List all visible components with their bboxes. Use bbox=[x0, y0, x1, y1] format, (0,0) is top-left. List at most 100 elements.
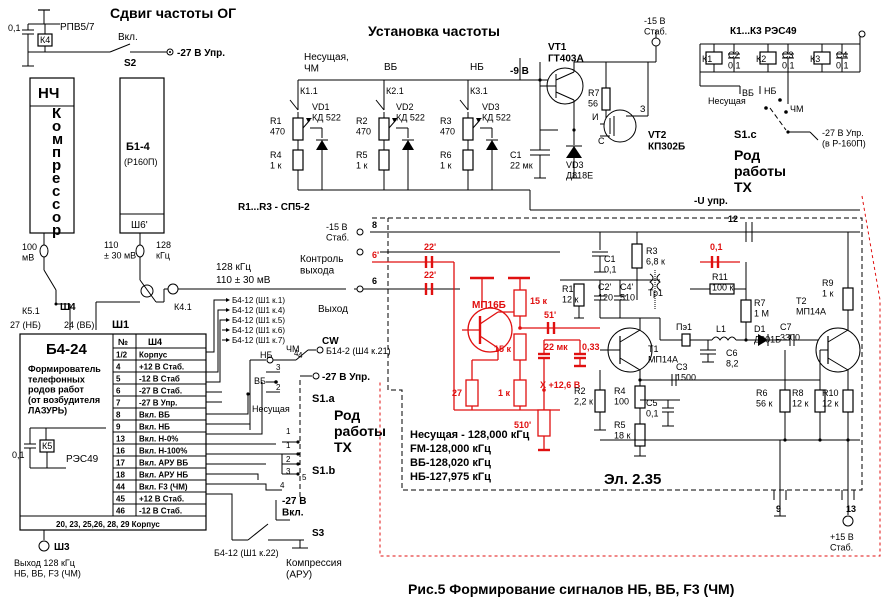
oscillator-circuit bbox=[560, 232, 861, 527]
table-cell-no: 4 bbox=[116, 363, 121, 372]
osc-note-1: FM-128,000 кГц bbox=[410, 443, 491, 455]
fs-k2: К2.1 bbox=[386, 86, 404, 96]
fs-k1: К1.1 bbox=[300, 86, 318, 96]
osc-note-2: ВБ-128,020 кГц bbox=[410, 457, 491, 469]
osc-pin-13: 13 bbox=[846, 504, 856, 514]
table-cell-no: 7 bbox=[116, 399, 121, 408]
b4-12-item: Б4-12 (Ш1 к.4) bbox=[232, 306, 285, 315]
table-cell-no: 13 bbox=[116, 435, 125, 444]
switch-minus27: -27 В Упр. bbox=[322, 372, 370, 383]
rg-title: К1...К3 РЭС49 bbox=[730, 26, 797, 37]
osc-c4: C4'510 bbox=[620, 282, 635, 302]
fs-nb: НБ bbox=[470, 62, 484, 73]
table-head-sh4: Ш4 bbox=[148, 337, 162, 347]
osc-c033: 0,33 bbox=[582, 342, 600, 352]
switch-pos-number: 3 bbox=[276, 363, 281, 372]
osc-pin-12: 12 bbox=[728, 214, 738, 224]
switch-chm: ЧМ bbox=[286, 344, 300, 354]
figure-caption: Рис.5 Формирование сигналов НБ, ВБ, F3 (… bbox=[408, 581, 734, 597]
table-cell-signal: Вкл. ВБ bbox=[139, 411, 170, 420]
fs-trim-note: R1...R3 - СП5-2 bbox=[238, 202, 310, 213]
fs-pin-i: И bbox=[592, 112, 598, 122]
shift-heading: Сдвиг частоты ОГ bbox=[110, 5, 236, 21]
switch-pos-number: 3 bbox=[286, 467, 291, 476]
table-cell-no: 6 bbox=[116, 387, 121, 396]
osc-r15a: 15 к bbox=[530, 296, 548, 306]
osc-pin-6p: 6' bbox=[372, 250, 379, 260]
b4-12-list: Б4-12 (Ш1 к.1)Б4-12 (Ш1 к.4)Б4-12 (Ш1 к.… bbox=[222, 296, 285, 345]
osc-c22a: 22' bbox=[424, 242, 436, 252]
osc-tr1: Тр1 bbox=[648, 288, 663, 298]
switch-pos-number: 4 bbox=[298, 351, 303, 360]
fs-pin-s: С bbox=[598, 136, 605, 146]
block-b1-4 bbox=[119, 77, 165, 234]
table-cell-no: 45 bbox=[116, 495, 125, 504]
block-b1-4-conn: Ш6' bbox=[131, 220, 148, 231]
table-cell-signal: +12 В Стаб. bbox=[139, 363, 184, 372]
switch-b4-12-22: Б4-12 (Ш1 к.22) bbox=[214, 548, 279, 558]
rg-nb: НБ bbox=[764, 86, 776, 96]
k4-1-label: К4.1 bbox=[174, 302, 192, 312]
rg-supply: -27 В Упр.(в Р-160П) bbox=[822, 128, 866, 148]
table-cell-no: 8 bbox=[116, 411, 121, 420]
switch-carrier: Несущая bbox=[252, 404, 290, 414]
table-cell-signal: Вкл. Н-0% bbox=[139, 435, 178, 444]
b4-24-title: Б4-24 bbox=[46, 341, 87, 358]
table-cell-no: 46 bbox=[116, 507, 125, 516]
osc-pin-9: 9 bbox=[776, 504, 781, 514]
switch-s3: S3 bbox=[312, 528, 325, 539]
nb-27-label: 27 (НБ) bbox=[10, 320, 41, 330]
osc-c22b: 22' bbox=[424, 270, 436, 280]
vb-24-label: 24 (ВБ) bbox=[64, 320, 94, 330]
osc-mp16b: МП16Б bbox=[472, 300, 506, 311]
fs-u-upr: -U упр. bbox=[694, 196, 728, 207]
switch-pos-number: 1 bbox=[286, 441, 291, 450]
switch-s1a: S1.a bbox=[312, 393, 336, 405]
rg-carrier: Несущая bbox=[708, 96, 746, 106]
switch-pos-number: 4 bbox=[280, 481, 285, 490]
relay-k4-section: 0,1 К4 РПВ5/7 Вкл. S2 -27 В Упр. bbox=[8, 9, 225, 69]
table-cell-signal: Вкл. НБ bbox=[139, 423, 170, 432]
switch-s1 bbox=[206, 346, 324, 549]
rg-k2: К2 bbox=[756, 54, 766, 64]
osc-r1: R1'12 к bbox=[562, 284, 579, 304]
b4-12-item: Б4-12 (Ш1 к.7) bbox=[232, 336, 285, 345]
osc-l1: L1 bbox=[716, 324, 726, 334]
k5-1-label: К5.1 bbox=[22, 306, 40, 316]
k4-relay-label: К4 bbox=[40, 35, 50, 45]
table-cell-no: 17 bbox=[116, 459, 125, 468]
table-head-no: № bbox=[118, 337, 128, 347]
setup-heading: Установка частоты bbox=[368, 23, 500, 39]
table-cell-no: 1/2 bbox=[116, 351, 128, 360]
osc-note-3: НБ-127,975 кГц bbox=[410, 471, 491, 483]
compression-label: Компрессия(АРУ) bbox=[286, 558, 342, 581]
table-cell-signal: Вкл. F3 (ЧМ) bbox=[139, 483, 188, 492]
